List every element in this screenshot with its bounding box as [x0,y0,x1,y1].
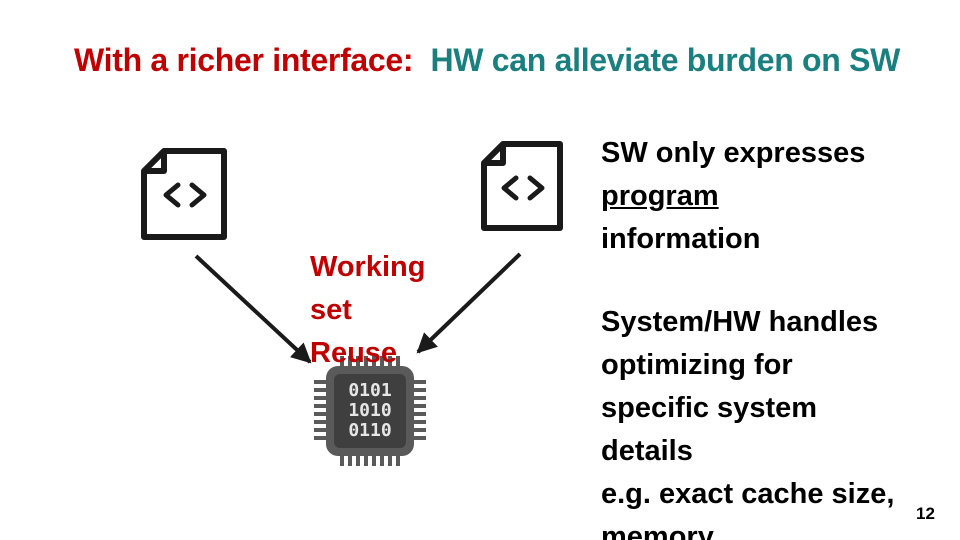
slide-title: With a richer interface: HW can alleviat… [74,38,954,82]
system-handles-line-2: optimizing for [601,349,793,381]
chip-bits-line-1: 0101 [348,380,391,401]
ws-line-2: set [310,294,352,326]
arrow-left-to-chip [194,254,312,364]
system-handles-line-6: memory [601,521,714,540]
system-handles-line-1: System/HW handles [601,306,879,338]
ws-line-1: Working [310,251,426,283]
system-handles-line-3: specific system [601,392,818,424]
right-text: SW only expresses program information Sy… [601,132,941,540]
title-part-2: HW can alleviate burden on SW [430,42,901,78]
sw-expresses-line-1: SW only expresses [601,137,866,169]
code-file-icon [141,148,227,240]
chip-icon: 0101 1010 0110 [314,356,426,466]
ws-line-3: Reuse [310,337,398,369]
working-set-reuse-label: Working set Reuse [310,246,450,375]
title-part-1: With a richer interface: [74,42,414,78]
sw-expresses-line-3: information [601,223,761,255]
system-handles-line-5: e.g. exact cache size, [601,478,895,510]
chip-bits-line-2: 1010 [348,400,391,421]
system-handles-line-4: details [601,435,693,467]
arrow-right-to-chip [416,252,522,354]
code-file-icon [481,141,563,231]
sw-expresses-line-2: program [601,180,719,212]
page-number: 12 [916,504,935,523]
chip-bits-line-3: 0110 [348,420,391,441]
